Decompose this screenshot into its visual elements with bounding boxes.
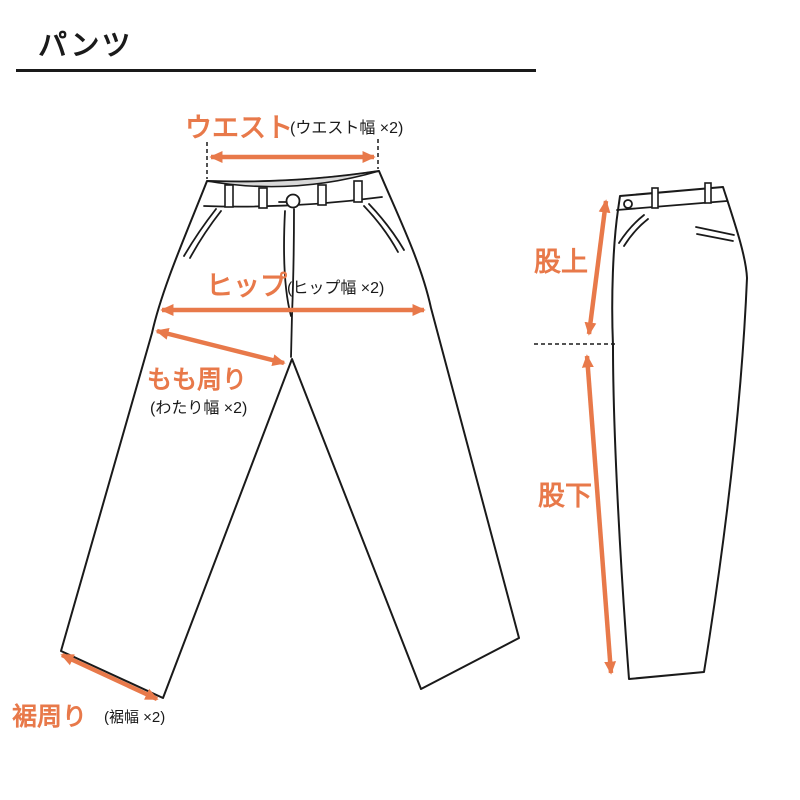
hip-note: (ヒップ幅 ×2) — [287, 280, 385, 297]
belt-loop-icon — [258, 187, 268, 209]
side-silhouette — [611, 186, 748, 680]
belt-loop-icon — [317, 184, 327, 206]
right-front-pocket — [363, 203, 405, 253]
hip-label: ヒップ — [206, 271, 287, 301]
side-front-pocket — [618, 214, 649, 247]
belt-loop-icon — [224, 184, 234, 208]
page-title: パンツ — [38, 30, 133, 62]
guide-lines — [206, 139, 616, 345]
front-silhouette — [60, 170, 520, 699]
inseam-arrow — [581, 354, 617, 675]
hem-note: (裾幅 ×2) — [104, 709, 166, 726]
waist-label: ウエスト — [185, 113, 293, 143]
belt-loop-icon — [704, 182, 712, 204]
belt-loops — [224, 180, 363, 209]
belt-loop-icon — [353, 180, 363, 203]
inseam-label: 股下 — [538, 481, 592, 511]
hem-arrow — [60, 652, 159, 702]
title-underline — [16, 69, 536, 72]
thigh-arrow — [155, 328, 286, 366]
side-belt-loops — [651, 182, 712, 209]
belt-loop-icon — [651, 187, 659, 209]
pants-side-view — [611, 182, 748, 680]
waist-note: (ウエスト幅 ×2) — [290, 120, 404, 137]
left-front-pocket — [183, 208, 222, 259]
waist-button-icon — [285, 193, 301, 209]
side-waist-button-icon — [623, 199, 633, 209]
measurement-arrows — [60, 151, 617, 702]
pants-front-view — [60, 170, 520, 699]
thigh-label: もも周り — [147, 366, 248, 394]
thigh-note: (わたり幅 ×2) — [150, 400, 248, 417]
rise-arrow — [584, 199, 611, 336]
side-back-pocket — [695, 226, 735, 242]
hem-label: 裾周り — [12, 703, 88, 731]
waistband-inner-back — [206, 170, 380, 188]
rise-label: 股上 — [534, 247, 588, 277]
